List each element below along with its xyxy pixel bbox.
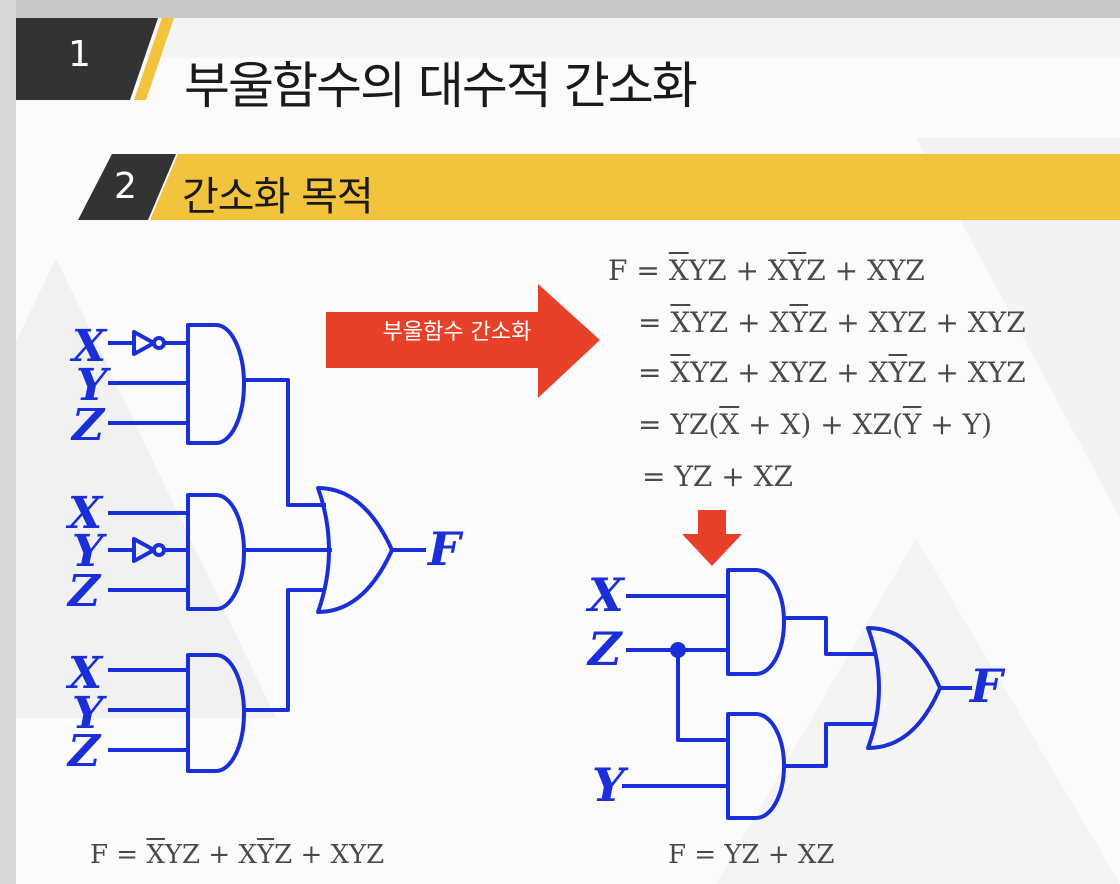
slide-decoration (16, 18, 1120, 884)
left-input-label: Y (76, 360, 108, 411)
left-not-bubble-2 (152, 543, 166, 557)
left-input-label: Z (68, 566, 101, 617)
section2-title-bar (150, 154, 1120, 220)
equation-text: YZ + X (688, 254, 788, 287)
down-arrow (682, 510, 742, 566)
overlined-variable: Y (888, 356, 908, 389)
equation-text: YZ + X (164, 840, 257, 870)
left-not-gate-1 (132, 330, 156, 356)
overlined-variable: Y (787, 254, 807, 287)
overlined-variable: Y (902, 408, 922, 441)
right-and-gate-1 (726, 568, 786, 676)
equation-text: YZ + XYZ + X (690, 356, 889, 389)
logic-circuits (108, 323, 972, 820)
left-not-bubble-1 (152, 336, 166, 350)
right-input-label: Z (588, 622, 622, 676)
derivation-line: = XYZ + XYZ + XYZ + XYZ (638, 356, 1026, 389)
equation-text: + X) + XZ( (739, 408, 903, 441)
left-input-label: Z (68, 726, 101, 777)
section2-number: 2 (114, 166, 137, 207)
slide: 1 부울함수의 대수적 간소화 2 간소화 목적 부울함수 간소화 F = XY… (16, 18, 1120, 884)
left-output-label: F (428, 522, 461, 576)
equation-prefix: = (638, 306, 671, 339)
window-top-bar (0, 0, 1120, 18)
right-wire-z-branch (676, 650, 728, 742)
derivation-line: = YZ(X + X) + XZ(Y + Y) (638, 408, 992, 441)
section1-number-box (16, 18, 158, 100)
equation-text: Z + XYZ (274, 840, 385, 870)
equation-prefix: = (638, 356, 671, 389)
equation-text: F = YZ + XZ (668, 840, 835, 870)
right-input-label: Y (592, 758, 625, 812)
right-wire-g1-or (784, 616, 876, 656)
equation-text: F = (90, 840, 147, 870)
left-wire-g3-or (244, 588, 326, 712)
left-input-label: X (68, 648, 103, 699)
window-left-bar (0, 0, 16, 884)
overlined-variable: X (668, 254, 689, 287)
overlined-variable: X (670, 356, 691, 389)
right-output-label: F (970, 659, 1003, 713)
right-and-gate-2 (726, 712, 786, 820)
section1-accent-stripe (134, 18, 174, 100)
equation-text: YZ + X (690, 306, 790, 339)
equation-text: YZ( (670, 408, 720, 441)
left-or-gate (316, 486, 394, 614)
simplify-arrow (326, 284, 600, 398)
equation-text: + Y) (921, 408, 993, 441)
left-circuit-caption: F = XYZ + XYZ + XYZ (90, 840, 384, 870)
overlined-variable: X (670, 306, 691, 339)
equation-prefix: = (638, 408, 671, 441)
equation-text: Z + XYZ (907, 356, 1026, 389)
left-and-gate-3 (186, 653, 246, 773)
simplify-arrow-label: 부울함수 간소화 (382, 320, 532, 345)
section1-number: 1 (68, 34, 91, 75)
equation-text: Z + XYZ + XYZ (807, 306, 1026, 339)
right-circuit-caption: F = YZ + XZ (668, 840, 834, 870)
right-input-label: X (588, 568, 624, 622)
equation-prefix: = (642, 460, 675, 493)
left-wire-g1-or (244, 378, 326, 507)
right-or-gate (866, 626, 942, 750)
section2-number-box (78, 154, 176, 220)
derivation-line: F = XYZ + XYZ + XYZ (608, 254, 925, 287)
equation-text: YZ + XZ (674, 460, 793, 493)
overlined-variable: Y (256, 840, 275, 870)
left-and-gate-2 (186, 493, 246, 611)
left-not-gate-2 (132, 537, 156, 563)
derivation-line: = XYZ + XYZ + XYZ + XYZ (638, 306, 1026, 339)
left-input-label: X (72, 321, 107, 372)
equation-prefix: F = (608, 254, 669, 287)
left-input-label: Y (72, 688, 104, 739)
right-wire-g2-or (784, 722, 876, 768)
left-input-label: X (68, 488, 103, 539)
section1-title: 부울함수의 대수적 간소화 (184, 57, 698, 115)
derivation-line: = YZ + XZ (642, 460, 793, 493)
equation-text: Z + XYZ (806, 254, 925, 287)
left-input-label: Z (72, 400, 105, 451)
overlined-variable: X (146, 840, 165, 870)
overlined-variable: Y (789, 306, 808, 339)
section2-title: 간소화 목적 (182, 174, 374, 220)
overlined-variable: X (719, 408, 740, 441)
left-and-gate-1 (186, 323, 246, 445)
left-input-label: Y (72, 526, 104, 577)
